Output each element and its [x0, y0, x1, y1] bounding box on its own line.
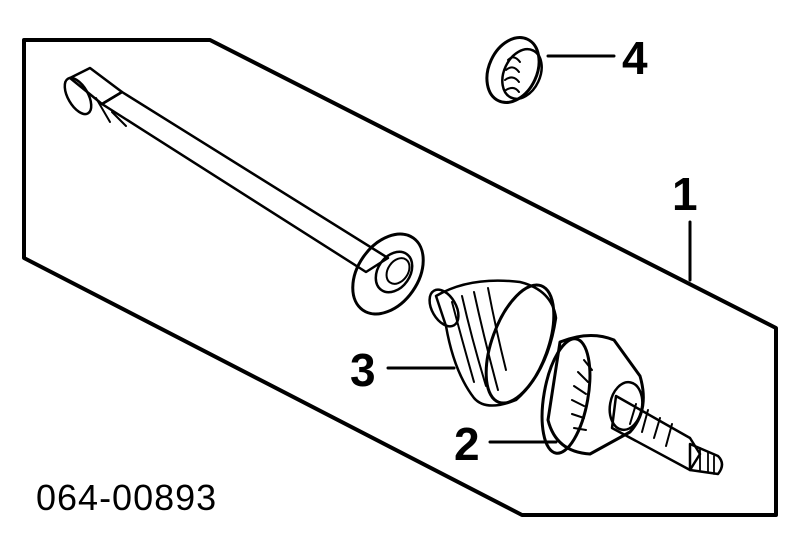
axle-shaft [63, 66, 390, 274]
shaft-flange [351, 232, 425, 316]
callout-number-2: 2 [454, 418, 480, 470]
cv-joint [540, 334, 724, 476]
cv-boot [428, 279, 558, 407]
part-code: 064-00893 [36, 477, 217, 518]
callout-number-3: 3 [350, 344, 376, 396]
seal-ring [485, 36, 543, 104]
callout-number-1: 1 [672, 168, 698, 220]
assembly-frame [22, 38, 778, 517]
callout-number-4: 4 [622, 32, 648, 84]
